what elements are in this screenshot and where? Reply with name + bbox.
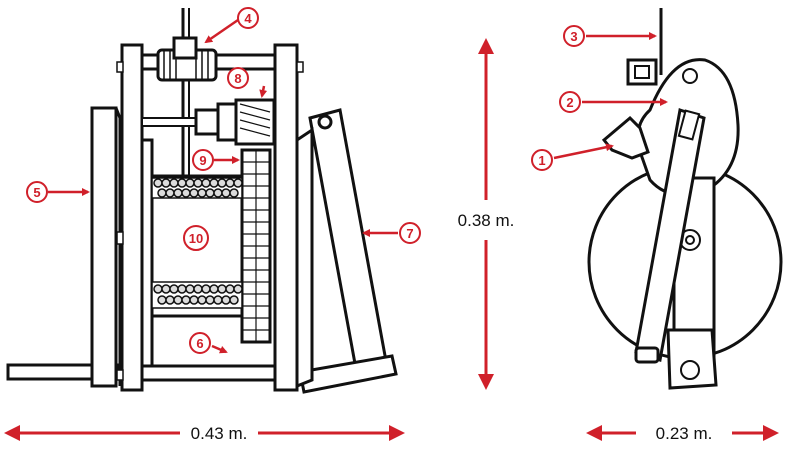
callout-6: 6: [189, 332, 211, 354]
svg-text:3: 3: [570, 29, 577, 44]
svg-text:1: 1: [538, 153, 545, 168]
coupling-collar: [216, 102, 238, 142]
callout-4: 4: [237, 7, 259, 29]
width-side-label: 0.23 m.: [656, 424, 713, 443]
gear-housing: [172, 36, 198, 60]
cable-wrap-top: [151, 177, 243, 199]
callout-3: 3: [563, 25, 585, 47]
svg-text:5: 5: [33, 185, 40, 200]
callout-7: 7: [399, 222, 421, 244]
dimension-lines: [4, 38, 779, 441]
svg-text:7: 7: [406, 226, 413, 241]
pinion-gear: [234, 98, 276, 146]
cable-wrap-bottom: [151, 281, 243, 309]
callout-10: 10: [183, 225, 209, 251]
bottom-crossbar: [140, 364, 277, 382]
svg-text:6: 6: [196, 336, 203, 351]
crank-handle: [298, 354, 398, 394]
height-label: 0.38 m.: [458, 211, 515, 230]
callout-5: 5: [26, 181, 48, 203]
left-upright: [120, 43, 144, 392]
callout-9: 9: [192, 149, 214, 171]
svg-text:2: 2: [566, 95, 573, 110]
svg-text:4: 4: [244, 11, 252, 26]
side-bottom-link: [666, 328, 718, 390]
svg-text:9: 9: [199, 153, 206, 168]
svg-text:8: 8: [234, 71, 241, 86]
front-view: [6, 8, 398, 394]
callout-2: 2: [559, 91, 581, 113]
coupling: [194, 108, 220, 136]
right-upright: [273, 43, 299, 392]
callout-8: 8: [227, 67, 249, 89]
callout-1: 1: [531, 149, 553, 171]
width-front-label: 0.43 m.: [191, 424, 248, 443]
callout-badges: 4 8 9 5 10 6 7 3: [26, 7, 585, 354]
outer-frame-plate: [90, 106, 118, 388]
callout-arrows: [48, 18, 668, 354]
crank-arm: [308, 108, 390, 382]
side-view: [587, 8, 783, 390]
svg-text:10: 10: [189, 231, 203, 246]
